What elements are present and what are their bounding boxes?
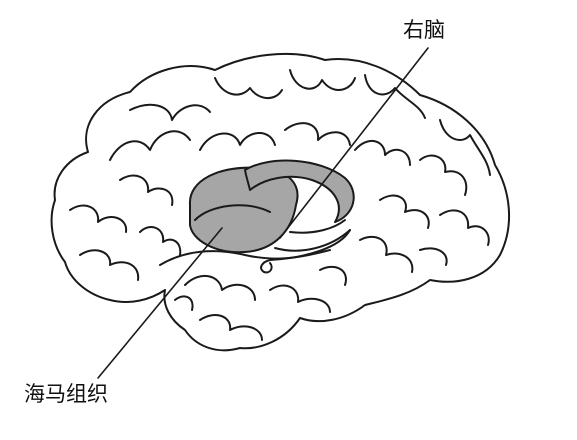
gyrus-line — [130, 105, 210, 120]
gyrus-line — [270, 286, 330, 312]
gyrus-line — [80, 250, 138, 280]
gyrus-line — [420, 248, 447, 265]
hippocampus-tail-end — [261, 230, 350, 272]
gyrus-line — [365, 75, 425, 118]
gyrus-line — [140, 227, 180, 255]
fornix-arch — [245, 161, 354, 222]
hippocampus-body — [190, 168, 298, 253]
brain-outline — [52, 54, 509, 350]
gyrus-line — [215, 78, 282, 98]
leader-line-hippocampus — [98, 228, 222, 378]
gyrus-line — [380, 196, 429, 228]
gyrus-line — [440, 120, 490, 175]
gyrus-line — [200, 315, 262, 340]
gyrus-line — [185, 276, 255, 300]
hippocampus-inner-ridge — [195, 205, 270, 220]
gyrus-line — [360, 237, 412, 272]
hippocampus-tail — [290, 220, 345, 233]
hippocampus-label: 海马组织 — [24, 382, 108, 406]
gyrus-line — [285, 123, 350, 145]
right-brain-label: 右脑 — [403, 18, 445, 42]
gyrus-line — [320, 267, 346, 285]
gyrus-line — [70, 206, 126, 232]
gyrus-line — [200, 133, 275, 150]
hippocampus-tail — [275, 230, 350, 251]
gyrus-line — [120, 176, 172, 205]
gyrus-line — [355, 141, 410, 165]
gyrus-line — [420, 156, 466, 195]
leader-line-right-brain — [280, 48, 428, 238]
gyrus-line — [290, 70, 355, 90]
gyrus-line — [175, 296, 193, 310]
gyrus-line — [440, 210, 489, 245]
gyrus-line — [110, 131, 190, 160]
